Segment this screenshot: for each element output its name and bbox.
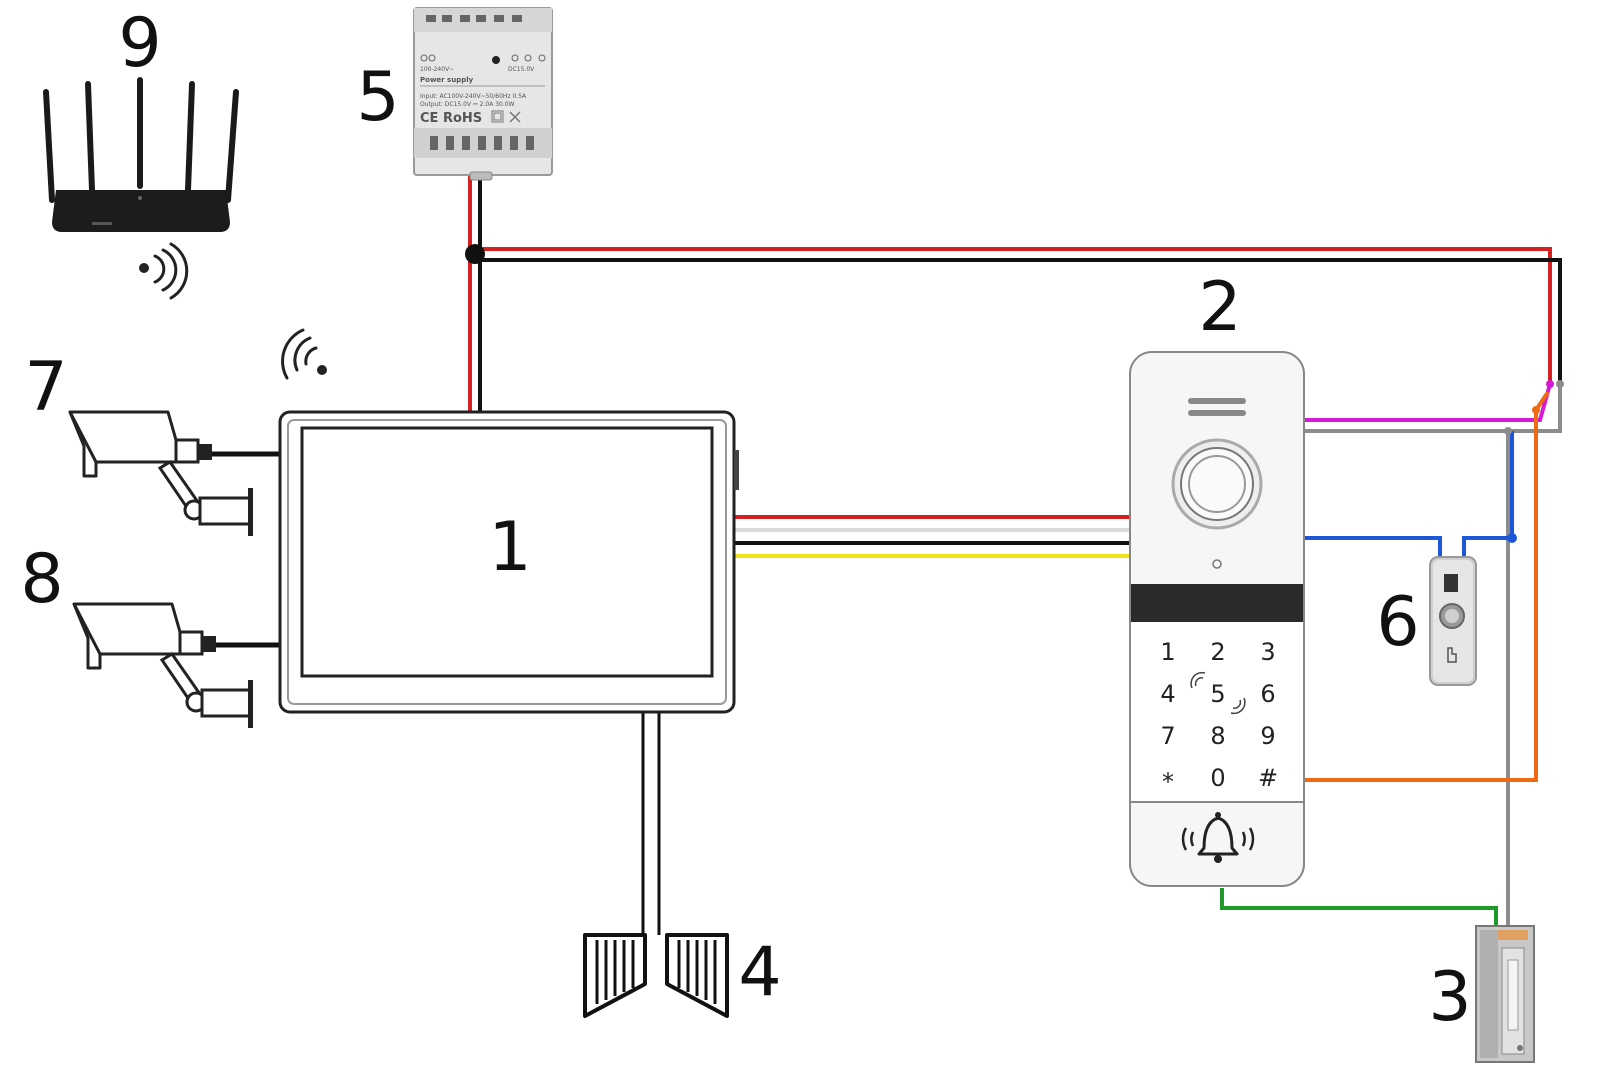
power-supply: 100-240V~ DC15.0V Power supply Input: AC… [413, 7, 553, 181]
key-star[interactable]: * [1162, 768, 1174, 796]
electric-strike [1475, 925, 1535, 1063]
key-5[interactable]: 5 [1210, 680, 1225, 708]
psu-ac-label: 100-240V~ [420, 66, 454, 73]
psu-input: Input: AC100V-240V~50/60Hz 0.5A [420, 93, 527, 100]
label-exit-button: 6 [1376, 583, 1419, 662]
weee-icon [509, 111, 521, 123]
label-camera-2: 8 [20, 540, 63, 619]
rfid-icon [1190, 671, 1246, 715]
hand-icon [1447, 647, 1457, 663]
wire-gray [1304, 384, 1562, 433]
wire-black-to-station [480, 258, 1562, 384]
key-7[interactable]: 7 [1160, 722, 1175, 750]
wire-green [1220, 888, 1498, 928]
psu-dc-label: DC15.0V [508, 66, 535, 73]
junction-dot-psu [465, 244, 485, 264]
wire-magenta [1304, 383, 1552, 422]
key-4[interactable]: 4 [1160, 680, 1175, 708]
router [43, 77, 239, 300]
wire-orange [1304, 390, 1550, 782]
key-9[interactable]: 9 [1260, 722, 1275, 750]
label-monitor: 1 [488, 508, 531, 587]
psu-cert-marks: CE RoHS [420, 111, 482, 126]
label-power-supply: 5 [356, 58, 399, 137]
junction-dot-orange [1532, 406, 1540, 414]
wires [212, 175, 1562, 935]
key-hash[interactable]: # [1258, 764, 1278, 792]
monitor-wifi-icon [281, 328, 327, 380]
monitor [278, 410, 739, 714]
wire-blue-b [1462, 431, 1514, 557]
label-gate: 4 [738, 933, 781, 1012]
key-6[interactable]: 6 [1260, 680, 1275, 708]
junction-dot-gray [1556, 380, 1564, 388]
camera-7 [68, 410, 253, 536]
junction-dot-blue [1507, 533, 1517, 543]
label-camera-1: 7 [24, 348, 67, 427]
label-door-station: 2 [1198, 268, 1241, 347]
key-0[interactable]: 0 [1210, 764, 1225, 792]
wire-red-to-station [470, 247, 1552, 384]
wire-blue-a [1304, 536, 1442, 557]
psu-title: Power supply [420, 76, 474, 84]
key-2[interactable]: 2 [1210, 638, 1225, 666]
camera-8 [72, 602, 253, 728]
label-electric-strike: 3 [1428, 958, 1471, 1037]
key-8[interactable]: 8 [1210, 722, 1225, 750]
bell-icon[interactable] [1181, 812, 1255, 863]
junction-dot-magenta [1546, 380, 1554, 388]
psu-output: Output: DC15.0V ⎓ 2.0A 30.0W [420, 101, 515, 108]
junction-dot-gray-2 [1504, 427, 1512, 435]
gate [583, 933, 729, 1018]
key-3[interactable]: 3 [1260, 638, 1275, 666]
exit-button[interactable] [1429, 556, 1477, 686]
key-1[interactable]: 1 [1160, 638, 1175, 666]
label-router: 9 [118, 4, 161, 83]
router-wifi-icon [139, 242, 189, 300]
door-station: 1 2 3 4 5 6 7 8 9 * 0 # [1129, 351, 1305, 887]
